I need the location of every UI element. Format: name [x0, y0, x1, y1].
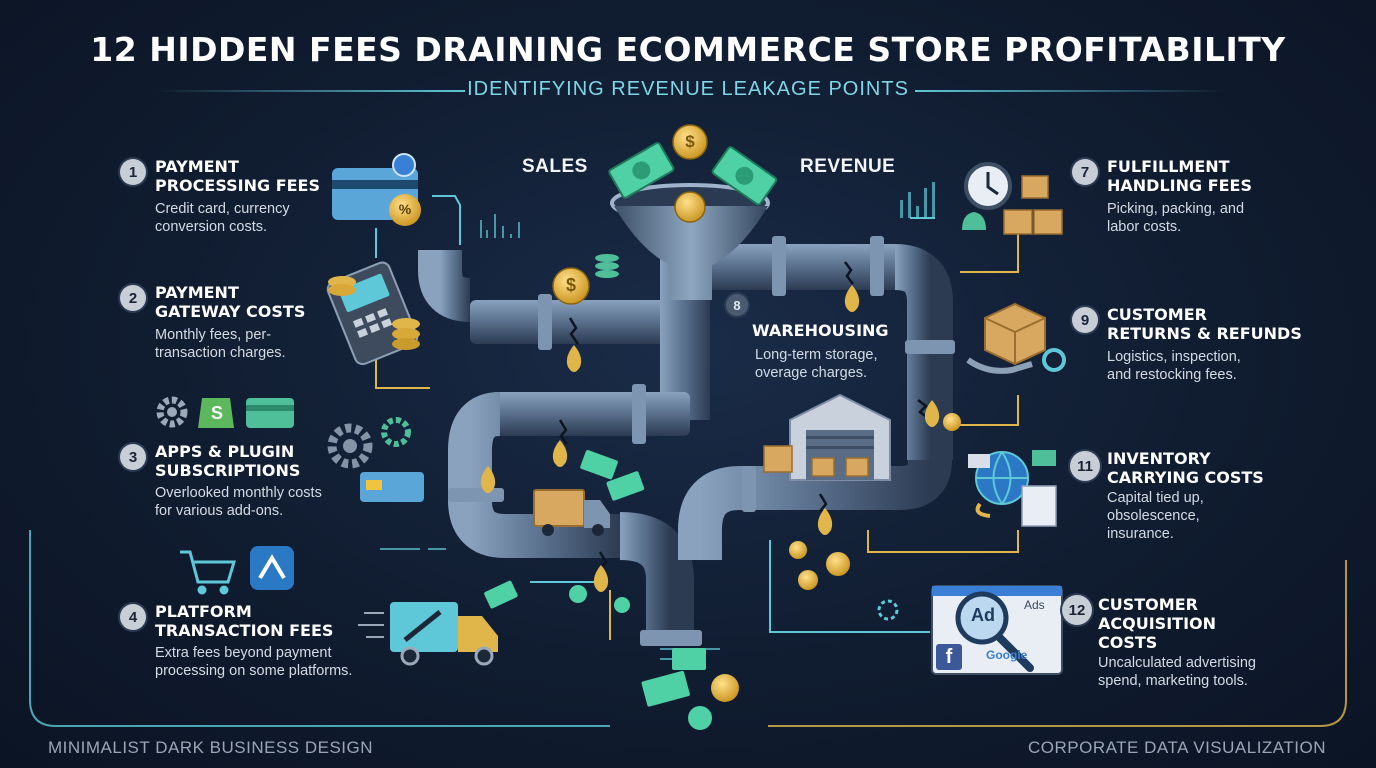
fee-desc-payment-processing: Credit card, currency conversion costs. — [155, 201, 290, 235]
ads-text: Ads — [1024, 598, 1045, 612]
ad-badge: Ad — [971, 605, 995, 625]
fee-number-4: 4 — [120, 604, 146, 630]
fee-desc-payment-gateway: Monthly fees, per- transaction charges. — [155, 327, 286, 361]
fee-number-12: 12 — [1062, 595, 1092, 625]
fee-number-1: 1 — [120, 159, 146, 185]
fee-number-3: 3 — [120, 444, 146, 470]
box-truck-icon — [533, 489, 610, 536]
credit-card-icon — [332, 153, 421, 226]
subtitle-line-right — [915, 90, 1225, 92]
subtitle-line-left — [155, 90, 465, 92]
fee-number-7: 7 — [1072, 159, 1098, 185]
fee-desc-returns-refunds: Logistics, inspection, and restocking fe… — [1107, 349, 1241, 383]
connector-lines — [375, 195, 1019, 640]
pos-terminal-icon — [326, 261, 420, 366]
footer-right-text: CORPORATE DATA VISUALIZATION — [1027, 738, 1326, 757]
fee-title-apps-plugins: APPS & PLUGIN SUBSCRIPTIONS — [155, 442, 301, 480]
payment-card-icon — [246, 398, 424, 502]
fee-desc-customer-acquisition: Uncalculated advertising spend, marketin… — [1098, 655, 1256, 689]
fee-desc-apps-plugins: Overlooked monthly costs for various add… — [155, 485, 322, 519]
google-text: Google — [986, 648, 1028, 662]
page-subtitle: IDENTIFYING REVENUE LEAKAGE POINTS — [467, 78, 909, 100]
frame-lines — [29, 530, 1347, 727]
fee-title-warehousing: WAREHOUSING — [752, 321, 889, 340]
fee-desc-inventory-carrying: Capital tied up, obsolescence, insurance… — [1107, 490, 1204, 542]
leak-drops — [480, 285, 940, 592]
percent-symbol: % — [398, 201, 412, 217]
fee-title-payment-processing: PAYMENT PROCESSING FEES — [155, 157, 321, 195]
fee-number-2: 2 — [120, 285, 146, 311]
clock-icon — [964, 162, 1012, 210]
fee-number-11: 11 — [1070, 451, 1100, 481]
package-boxes-icon — [962, 175, 1063, 235]
delivery-truck-icon — [358, 602, 498, 666]
shopify-icon — [198, 398, 234, 428]
fee-title-customer-acquisition: CUSTOMER ACQUISITION COSTS — [1098, 595, 1217, 652]
gold-coins — [552, 124, 961, 730]
fee-number-8: 8 — [726, 294, 748, 316]
facebook-icon: f — [945, 646, 953, 668]
fee-desc-platform-transaction: Extra fees beyond payment processing on … — [155, 645, 353, 679]
fee-title-inventory-carrying: INVENTORY CARRYING COSTS — [1107, 449, 1264, 487]
warehouse-icon — [763, 393, 891, 481]
fee-title-platform-transaction: PLATFORM TRANSACTION FEES — [155, 602, 334, 640]
dollar-symbol-leak: $ — [565, 275, 576, 295]
ad-search-icon — [931, 585, 1063, 675]
money-bills — [484, 142, 778, 707]
fee-title-payment-gateway: PAYMENT GATEWAY COSTS — [155, 283, 306, 321]
app-tile-icon — [250, 546, 294, 590]
revenue-label: REVENUE — [800, 156, 896, 177]
fee-title-fulfillment: FULFILLMENT HANDLING FEES — [1107, 157, 1252, 195]
fee-desc-warehousing: Long-term storage, overage charges. — [755, 347, 878, 381]
fee-title-returns-refunds: CUSTOMER RETURNS & REFUNDS — [1107, 305, 1302, 343]
shopify-letter: S — [210, 403, 223, 423]
fee-number-9: 9 — [1072, 307, 1098, 333]
page-title: 12 HIDDEN FEES DRAINING ECOMMERCE STORE … — [90, 30, 1286, 69]
shopping-cart-icon — [180, 550, 237, 595]
return-package-icon — [966, 302, 1066, 374]
footer-left-text: MINIMALIST DARK BUSINESS DESIGN — [48, 738, 374, 757]
sales-label: SALES — [522, 156, 588, 177]
globe-icon — [968, 450, 1057, 527]
gear-icon — [156, 396, 411, 469]
dollar-symbol: $ — [685, 132, 695, 151]
fee-desc-fulfillment: Picking, packing, and labor costs. — [1107, 201, 1245, 235]
